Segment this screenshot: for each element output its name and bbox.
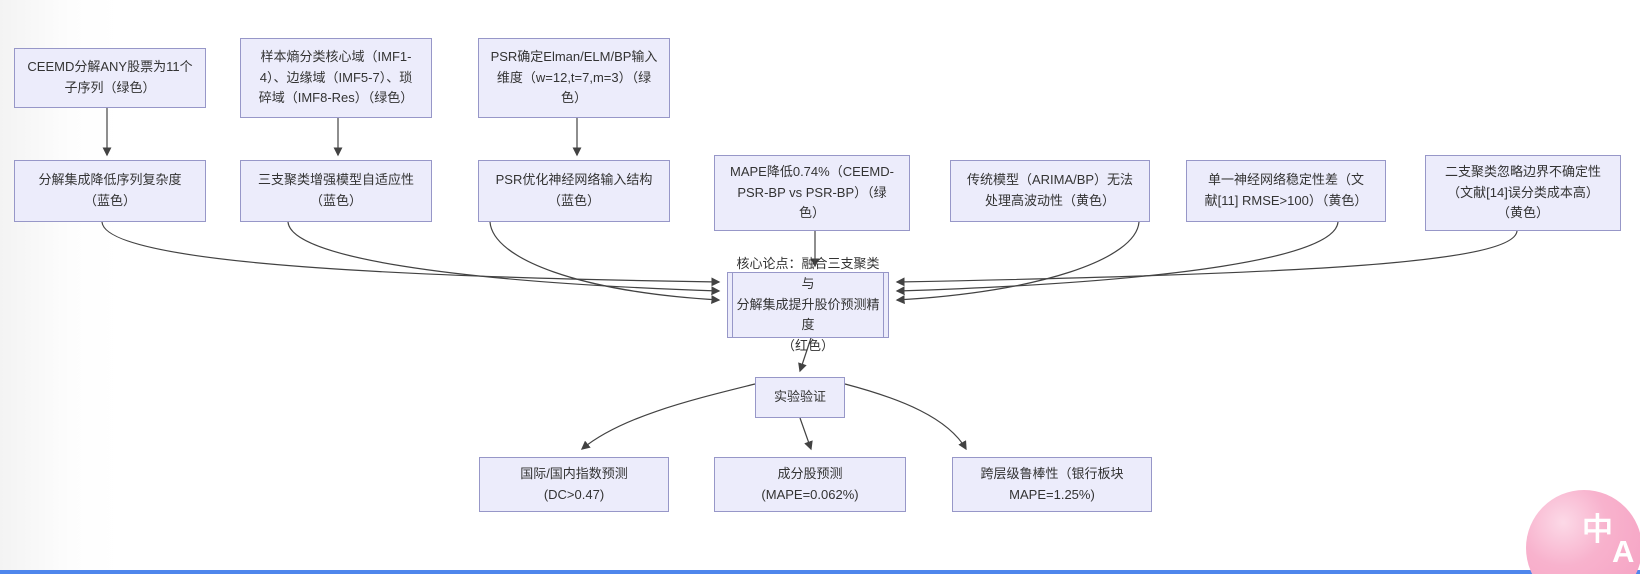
edge-psropt-to-core: [489, 221, 721, 305]
node-mape-reduction: MAPE降低0.74%（CEEMD- PSR-BP vs PSR-BP）（绿 色…: [714, 155, 910, 231]
node-psr-optimize: PSR优化神经网络输入结构 （蓝色）: [478, 160, 670, 222]
node-experiment-validation: 实验验证: [755, 377, 845, 418]
edge-decomp-to-core: [101, 221, 721, 287]
node-psr-input-dims: PSR确定Elman/ELM/BP输入 维度（w=12,t=7,m=3）（绿 色…: [478, 38, 670, 118]
edge-experiment-to-robust: [844, 383, 967, 451]
translate-icon: 中: [1582, 512, 1613, 547]
node-two-way-cluster: 二支聚类忽略边界不确定性 （文献[14]误分类成本高） （黄色）: [1425, 155, 1621, 231]
node-traditional-models: 传统模型（ARIMA/BP）无法 处理高波动性（黄色）: [950, 160, 1150, 222]
edge-singlenn-to-core: [895, 221, 1339, 296]
node-sample-entropy: 样本熵分类核心域（IMF1- 4）、边缘域（IMF5-7）、琐 碎域（IMF8-…: [240, 38, 432, 118]
node-cross-level-robustness: 跨层级鲁棒性（银行板块 MAPE=1.25%): [952, 457, 1152, 512]
node-component-prediction: 成分股预测 (MAPE=0.062%): [714, 457, 906, 512]
edge-experiment-to-index: [580, 383, 756, 450]
translate-icon-latin: A: [1612, 534, 1635, 569]
edge-trad-to-core: [895, 221, 1140, 305]
edge-threeway-to-core: [287, 221, 721, 296]
node-index-prediction: 国际/国内指数预测 (DC>0.47): [479, 457, 669, 512]
node-three-way-cluster: 三支聚类增强模型自适应性 （蓝色）: [240, 160, 432, 222]
bottom-edge-bar: [0, 570, 1640, 574]
node-core-thesis: 核心论点：融合三支聚类与 分解集成提升股价预测精度 （红色）: [727, 256, 889, 353]
edge-core-to-experiment: [798, 337, 812, 373]
node-ceemd-decompose: CEEMD分解ANY股票为11个 子序列（绿色）: [14, 48, 206, 108]
edge-twoway-to-core: [895, 230, 1518, 287]
node-single-nn-unstable: 单一神经网络稳定性差（文 献[11] RMSE>100）（黄色）: [1186, 160, 1386, 222]
node-decomp-ensemble: 分解集成降低序列复杂度 （蓝色）: [14, 160, 206, 222]
edge-experiment-to-component: [799, 417, 813, 451]
translate-float-button[interactable]: 中 A: [1526, 490, 1640, 574]
